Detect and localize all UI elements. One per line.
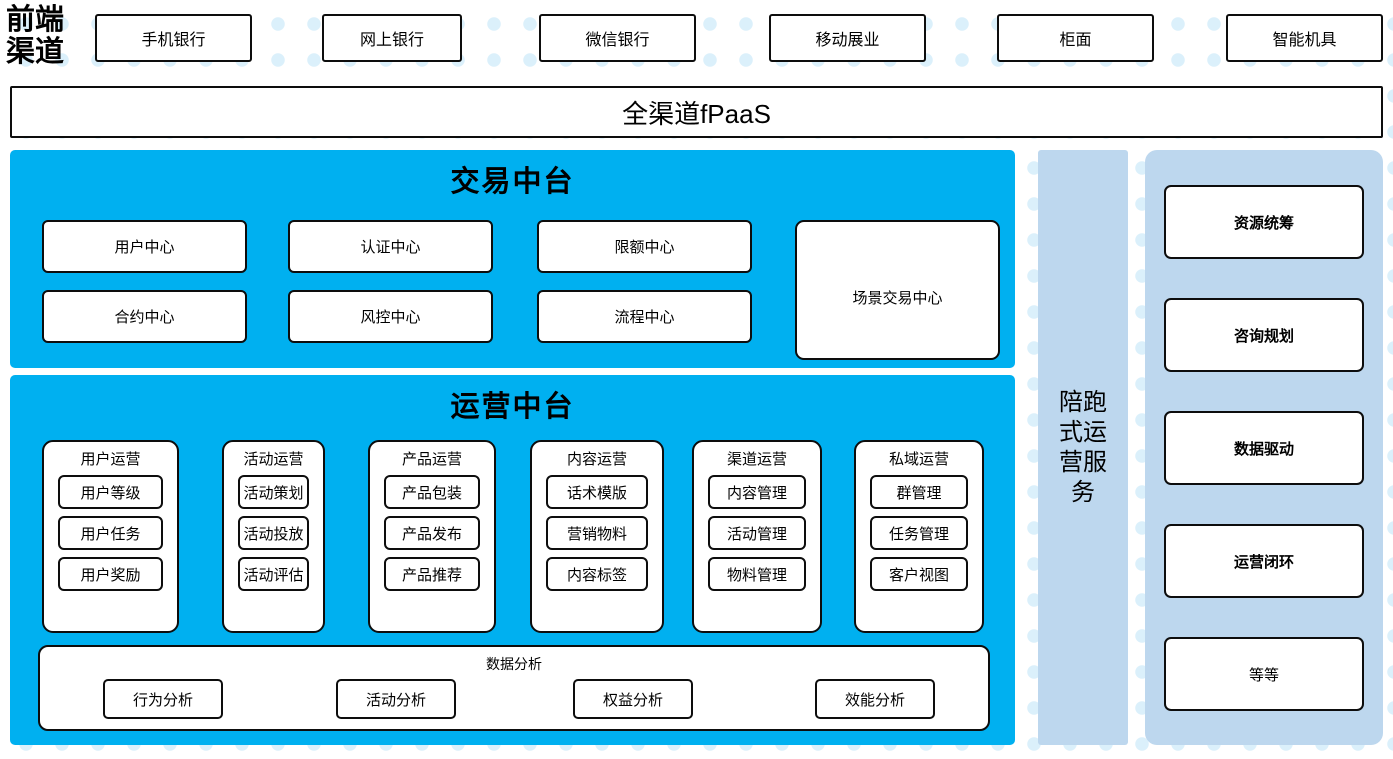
ops-item-user-level[interactable]: 用户等级 bbox=[58, 475, 163, 509]
data-analysis-campaign[interactable]: 活动分析 bbox=[336, 679, 456, 719]
ops-group-product-operations: 产品运营 产品包装 产品发布 产品推荐 bbox=[368, 440, 496, 633]
ops-item-content-tag[interactable]: 内容标签 bbox=[546, 557, 648, 591]
channel-box-mobile-biz[interactable]: 移动展业 bbox=[769, 14, 926, 62]
trade-middle-platform-panel: 交易中台 用户中心 认证中心 限额中心 合约中心 风控中心 流程中心 场景交易中… bbox=[10, 150, 1015, 368]
ops-group-content-operations: 内容运营 话术模版 营销物料 内容标签 bbox=[530, 440, 664, 633]
ops-item-user-task[interactable]: 用户任务 bbox=[58, 516, 163, 550]
trade-platform-title: 交易中台 bbox=[450, 166, 575, 198]
ops-group-title: 用户运营 bbox=[80, 451, 141, 468]
data-analysis-benefits[interactable]: 权益分析 bbox=[573, 679, 693, 719]
ops-item-task-management[interactable]: 任务管理 bbox=[870, 516, 968, 550]
ops-item-marketing-material[interactable]: 营销物料 bbox=[546, 516, 648, 550]
data-analysis-performance[interactable]: 效能分析 bbox=[815, 679, 935, 719]
ops-item-content-management[interactable]: 内容管理 bbox=[708, 475, 806, 509]
ops-group-campaign-operations: 活动运营 活动策划 活动投放 活动评估 bbox=[222, 440, 325, 633]
omnichannel-fpaas-bar[interactable]: 全渠道fPaaS bbox=[10, 86, 1383, 138]
ops-group-title: 内容运营 bbox=[566, 451, 627, 468]
service-operation-closed-loop[interactable]: 运营闭环 bbox=[1164, 524, 1364, 598]
channel-box-wechat-bank[interactable]: 微信银行 bbox=[539, 14, 696, 62]
trade-center-limit[interactable]: 限额中心 bbox=[537, 220, 752, 273]
service-resource-coordination[interactable]: 资源统筹 bbox=[1164, 185, 1364, 259]
ops-item-product-recommend[interactable]: 产品推荐 bbox=[384, 557, 480, 591]
accompany-operation-service-label: 陪跑式运营服务 bbox=[1059, 388, 1107, 506]
ops-group-channel-operations: 渠道运营 内容管理 活动管理 物料管理 bbox=[692, 440, 822, 633]
ops-item-product-packaging[interactable]: 产品包装 bbox=[384, 475, 480, 509]
ops-item-campaign-review[interactable]: 活动评估 bbox=[238, 557, 309, 591]
ops-group-title: 产品运营 bbox=[401, 451, 462, 468]
ops-item-user-reward[interactable]: 用户奖励 bbox=[58, 557, 163, 591]
trade-center-scene[interactable]: 场景交易中心 bbox=[795, 220, 1000, 360]
ops-item-customer-view[interactable]: 客户视图 bbox=[870, 557, 968, 591]
service-data-driven[interactable]: 数据驱动 bbox=[1164, 411, 1364, 485]
channel-box-online-bank[interactable]: 网上银行 bbox=[322, 14, 462, 62]
front-end-channel-row: 前端渠道 手机银行 网上银行 微信银行 移动展业 柜面 智能机具 bbox=[0, 0, 1393, 78]
data-analysis-panel: 数据分析 行为分析 活动分析 权益分析 效能分析 bbox=[38, 645, 990, 731]
trade-center-process[interactable]: 流程中心 bbox=[537, 290, 752, 343]
trade-center-user[interactable]: 用户中心 bbox=[42, 220, 247, 273]
ops-item-group-management[interactable]: 群管理 bbox=[870, 475, 968, 509]
trade-center-risk[interactable]: 风控中心 bbox=[288, 290, 493, 343]
ops-group-title: 私域运营 bbox=[888, 451, 949, 468]
front-end-channel-label: 前端渠道 bbox=[6, 4, 65, 68]
accompany-operation-service-column: 陪跑式运营服务 bbox=[1038, 150, 1128, 745]
service-consulting-planning[interactable]: 咨询规划 bbox=[1164, 298, 1364, 372]
ops-item-campaign-management[interactable]: 活动管理 bbox=[708, 516, 806, 550]
ops-group-title: 渠道运营 bbox=[726, 451, 787, 468]
data-analysis-behavior[interactable]: 行为分析 bbox=[103, 679, 223, 719]
ops-item-campaign-planning[interactable]: 活动策划 bbox=[238, 475, 309, 509]
data-analysis-title: 数据分析 bbox=[486, 656, 542, 672]
ops-group-private-domain-operations: 私域运营 群管理 任务管理 客户视图 bbox=[854, 440, 984, 633]
channel-box-smart-machine[interactable]: 智能机具 bbox=[1226, 14, 1383, 62]
ops-item-campaign-delivery[interactable]: 活动投放 bbox=[238, 516, 309, 550]
service-capabilities-panel: 资源统筹 咨询规划 数据驱动 运营闭环 等等 bbox=[1145, 150, 1383, 745]
channel-box-mobile-bank[interactable]: 手机银行 bbox=[95, 14, 252, 62]
ops-item-material-management[interactable]: 物料管理 bbox=[708, 557, 806, 591]
ops-group-title: 活动运营 bbox=[243, 451, 304, 468]
ops-item-script-template[interactable]: 话术模版 bbox=[546, 475, 648, 509]
ops-item-product-release[interactable]: 产品发布 bbox=[384, 516, 480, 550]
service-etc[interactable]: 等等 bbox=[1164, 637, 1364, 711]
channel-box-counter[interactable]: 柜面 bbox=[997, 14, 1154, 62]
trade-center-auth[interactable]: 认证中心 bbox=[288, 220, 493, 273]
trade-center-contract[interactable]: 合约中心 bbox=[42, 290, 247, 343]
ops-group-user-operations: 用户运营 用户等级 用户任务 用户奖励 bbox=[42, 440, 179, 633]
ops-platform-title: 运营中台 bbox=[450, 391, 575, 423]
